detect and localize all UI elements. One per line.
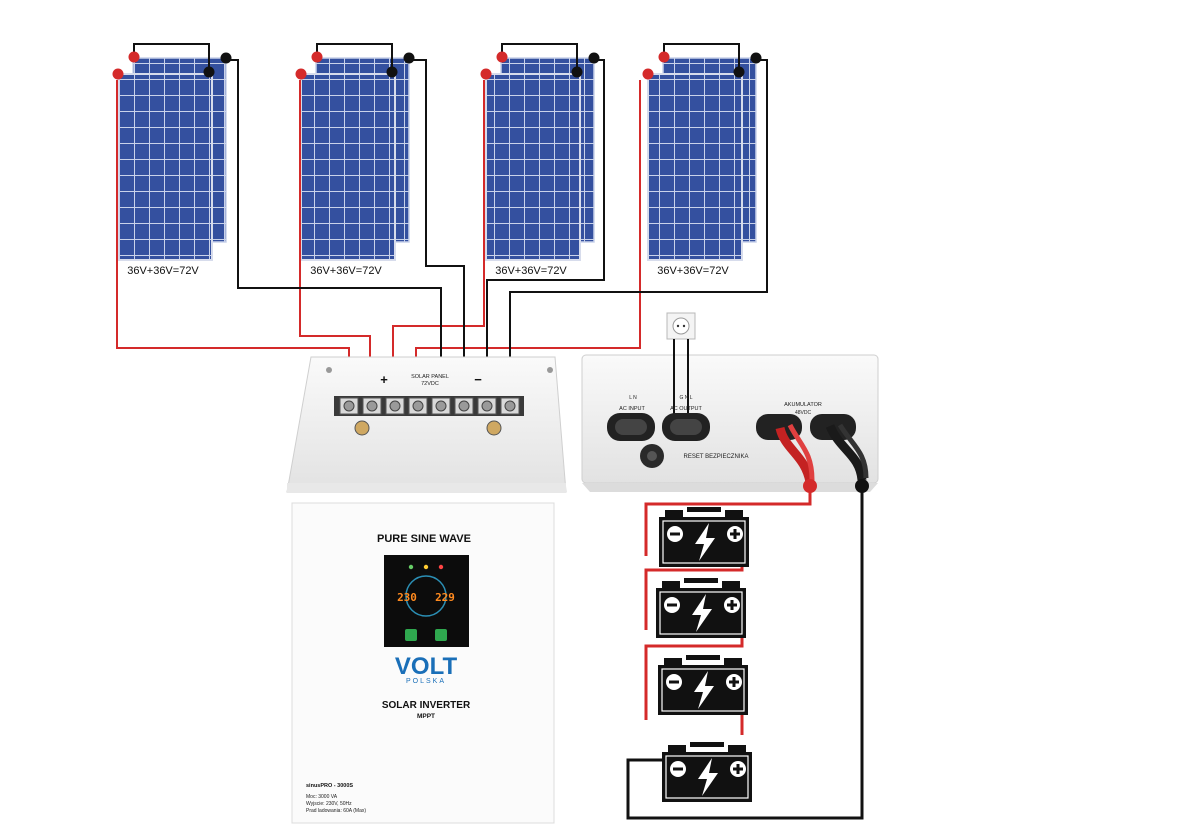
minus-terminal-icon bbox=[203, 66, 215, 78]
minus-terminal-icon bbox=[733, 66, 745, 78]
plus-terminal-icon bbox=[658, 51, 670, 63]
inverter-display bbox=[384, 555, 469, 647]
battery-icon bbox=[662, 742, 752, 802]
brand-logo: VOLT bbox=[395, 653, 458, 680]
minus-terminal-icon bbox=[220, 52, 232, 64]
solar-panel-pair: 36V+36V=72V bbox=[112, 43, 232, 277]
minus-terminal-icon bbox=[403, 52, 415, 64]
spec-power: Moc: 3000 VA bbox=[306, 794, 338, 800]
lightning-icon bbox=[694, 671, 714, 709]
minus-terminal-icon bbox=[588, 52, 600, 64]
controller-label-2: 72VDC bbox=[421, 381, 439, 387]
product-sub: MPPT bbox=[417, 713, 435, 720]
inverter-heading: PURE SINE WAVE bbox=[377, 533, 471, 545]
display-right-value: 229 bbox=[435, 591, 455, 604]
solar-inverter: PURE SINE WAVE 230 229 VOLT POLSKA SOLAR… bbox=[291, 502, 555, 824]
panel-voltage-label: 36V+36V=72V bbox=[310, 265, 382, 277]
brand-sub: POLSKA bbox=[406, 678, 446, 685]
plus-terminal-icon bbox=[480, 68, 492, 80]
ac-output-label: AC OUTPUT bbox=[670, 406, 702, 412]
display-button-right[interactable] bbox=[435, 629, 447, 641]
negative-junction bbox=[855, 479, 869, 493]
solar-panel-pair: 36V+36V=72V bbox=[480, 43, 600, 277]
solar-input-terminal-box: + − SOLAR PANEL 72VDC bbox=[286, 356, 567, 493]
ac-input-ln-label: L N bbox=[629, 395, 637, 401]
model-name: sinusPRO - 3000S bbox=[306, 783, 353, 789]
product-name: SOLAR INVERTER bbox=[382, 700, 471, 711]
controller-label-1: SOLAR PANEL bbox=[411, 374, 449, 380]
panel-voltage-label: 36V+36V=72V bbox=[495, 265, 567, 277]
battery-icon bbox=[656, 578, 746, 638]
battery-icon bbox=[659, 507, 749, 567]
minus-terminal-icon bbox=[750, 52, 762, 64]
ac-battery-connection-box: L N G N L AC INPUT AC OUTPUT RESET BEZPI… bbox=[581, 312, 879, 492]
plus-terminal-icon bbox=[311, 51, 323, 63]
battery-icon bbox=[658, 655, 748, 715]
controller-plus-label: + bbox=[380, 372, 388, 387]
reset-fuse-label: RESET BEZPIECZNIKA bbox=[684, 454, 749, 460]
plus-terminal-icon bbox=[295, 68, 307, 80]
plus-terminal-icon bbox=[642, 68, 654, 80]
spec-charge: Prad ladowania: 60A (Max) bbox=[306, 808, 366, 814]
ac-input-label: AC INPUT bbox=[619, 406, 645, 412]
positive-junction bbox=[803, 479, 817, 493]
display-left-value: 230 bbox=[397, 591, 417, 604]
minus-terminal-icon bbox=[571, 66, 583, 78]
panel-voltage-label: 36V+36V=72V bbox=[657, 265, 729, 277]
lightning-icon bbox=[695, 523, 715, 561]
battery-connector-label: AKUMULATOR bbox=[784, 402, 822, 408]
minus-terminal-icon bbox=[386, 66, 398, 78]
battery-connector-sub: 48VDC bbox=[795, 410, 812, 416]
ac-output-ln-label: G N L bbox=[679, 395, 692, 401]
solar-panel-pair: 36V+36V=72V bbox=[642, 43, 762, 277]
controller-minus-label: − bbox=[474, 372, 482, 387]
panel-voltage-label: 36V+36V=72V bbox=[127, 265, 199, 277]
power-outlet-icon bbox=[666, 312, 696, 340]
solar-panel-pair: 36V+36V=72V bbox=[295, 43, 415, 277]
lightning-icon bbox=[692, 594, 712, 632]
spec-output: Wyjscie: 230V, 50Hz bbox=[306, 801, 352, 807]
plus-terminal-icon bbox=[496, 51, 508, 63]
display-button-left[interactable] bbox=[405, 629, 417, 641]
plus-terminal-icon bbox=[112, 68, 124, 80]
lightning-icon bbox=[698, 758, 718, 796]
plus-terminal-icon bbox=[128, 51, 140, 63]
